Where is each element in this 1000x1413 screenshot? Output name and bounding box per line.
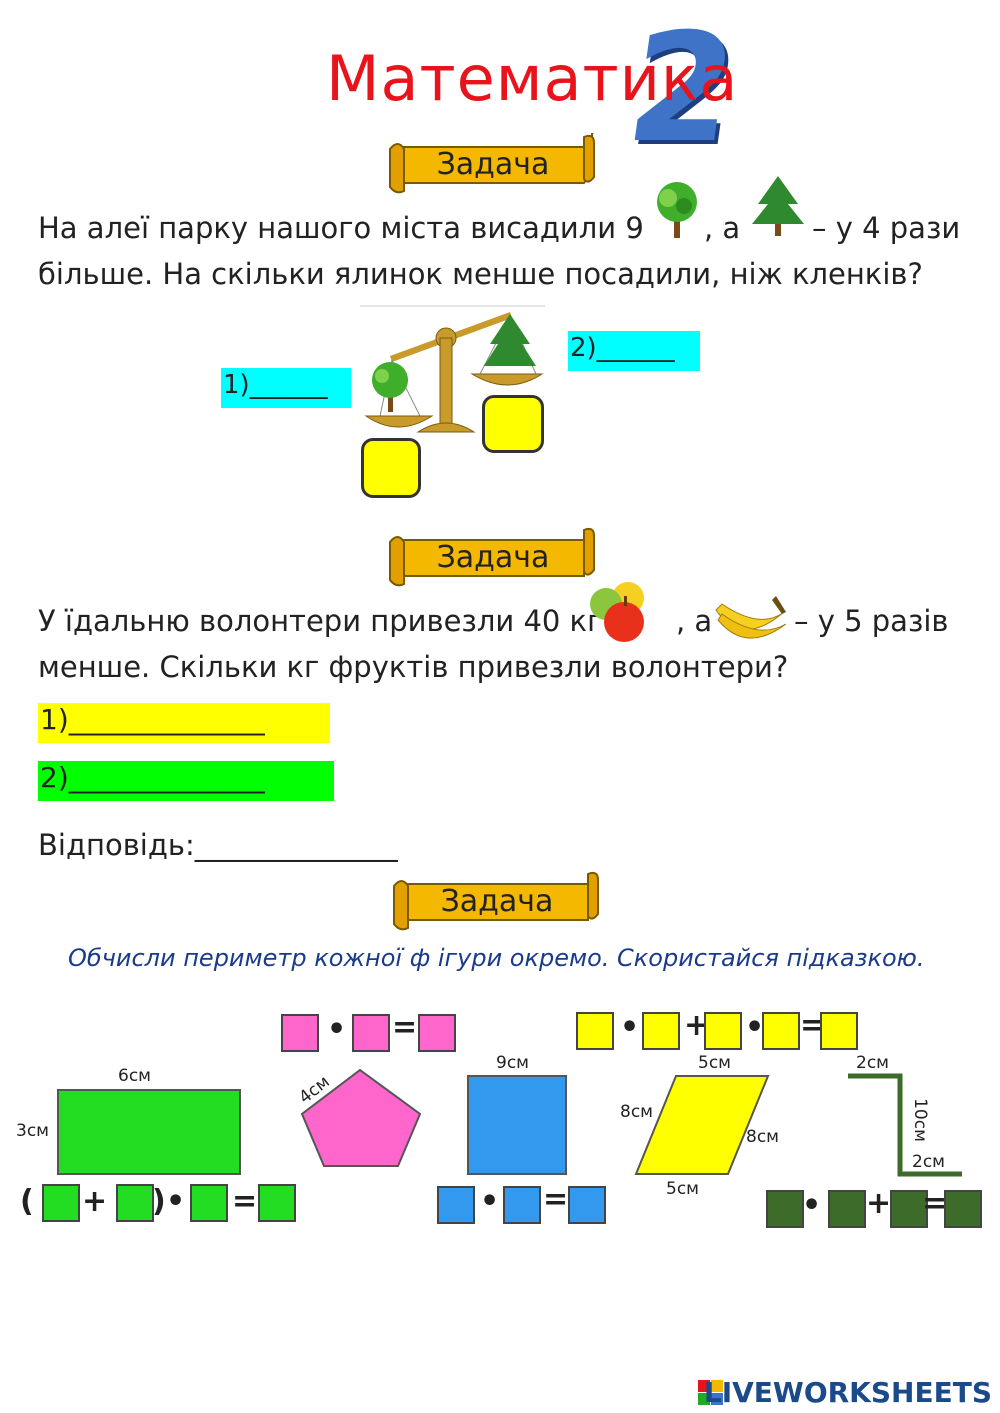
apples-icon <box>584 578 658 652</box>
task1-field-1[interactable]: 1)______ <box>221 368 351 408</box>
darkgreen-input-box[interactable] <box>890 1190 928 1228</box>
footer-brand: LIVEWORKSHEETS <box>703 1376 992 1409</box>
parallelogram-right-label: 8см <box>746 1127 779 1147</box>
l-shape-line <box>848 1073 962 1177</box>
multiply-sign: • <box>327 1012 347 1047</box>
task2-line1-c: – у 5 разів <box>794 604 949 638</box>
multiply-sign: • <box>480 1184 500 1219</box>
blue-input-box[interactable] <box>503 1186 541 1224</box>
bananas-icon <box>712 590 788 654</box>
page-title: Математика <box>326 42 739 115</box>
task2-field-2[interactable]: 2)______________ <box>38 761 334 801</box>
task2-field-1[interactable]: 1)______________ <box>38 703 330 743</box>
task2-line1-b: , а <box>676 604 713 638</box>
multiply-sign: • <box>745 1010 765 1045</box>
darkgreen-input-box[interactable] <box>766 1190 804 1228</box>
multiply-sign: • <box>802 1188 822 1223</box>
pink-input-box[interactable] <box>281 1014 319 1052</box>
scroll-banner-icon <box>389 133 595 194</box>
plus-sign: + <box>866 1186 892 1221</box>
rect-height-label: 3см <box>16 1121 49 1141</box>
banner-label: Задача <box>436 147 550 182</box>
plus-sign: + <box>82 1184 108 1219</box>
parallelogram-left-label: 8см <box>620 1102 653 1122</box>
task1-line1-c: – у 4 рази <box>812 211 961 245</box>
task3-instruction: Обчисли периметр кожної ф ігури окремо. … <box>68 944 925 972</box>
pink-input-box[interactable] <box>352 1014 390 1052</box>
green-rectangle <box>57 1089 241 1175</box>
green-input-box[interactable] <box>190 1184 228 1222</box>
task-banner: Задача <box>392 870 602 932</box>
blue-input-box[interactable] <box>568 1186 606 1224</box>
equals-sign: = <box>922 1186 948 1221</box>
task2-line2: менше. Скільки кг фруктів привезли волон… <box>38 650 789 684</box>
parallelogram-bottom-label: 5см <box>666 1179 699 1199</box>
task2-line1-a: У їдальню волонтери привезли 40 кг <box>38 604 603 638</box>
green-input-box[interactable] <box>42 1184 80 1222</box>
lshape-side-label: 10см <box>909 1098 930 1142</box>
blue-input-box[interactable] <box>437 1186 475 1224</box>
task-banner: Задача <box>388 526 598 588</box>
parallelogram-top-label: 5см <box>698 1053 731 1073</box>
task2-answer[interactable]: Відповідь:______________ <box>38 828 398 862</box>
left-paren: ( <box>20 1184 34 1219</box>
scroll-banner-icon <box>389 527 595 587</box>
lshape-bottom-label: 2см <box>912 1152 945 1172</box>
task1-line1-b: , а <box>704 211 741 245</box>
banner-label: Задача <box>440 884 554 919</box>
multiply-sign: • <box>620 1010 640 1045</box>
banner-label: Задача <box>436 540 550 575</box>
yellow-input-box[interactable] <box>762 1012 800 1050</box>
yellow-input-box[interactable] <box>576 1012 614 1050</box>
equals-sign: = <box>392 1010 418 1045</box>
square-side-label: 9см <box>496 1053 529 1073</box>
blue-square <box>467 1075 567 1175</box>
darkgreen-input-box[interactable] <box>944 1190 982 1228</box>
yellow-input-box[interactable] <box>820 1012 858 1050</box>
task1-field-2[interactable]: 2)______ <box>568 331 700 371</box>
task1-line1-a: На алеї парку нашого міста висадили 9 <box>38 211 644 245</box>
rect-width-label: 6см <box>118 1066 151 1086</box>
right-paren: ) <box>152 1184 166 1219</box>
maple-tree-icon <box>652 180 702 244</box>
lshape-top-label: 2см <box>856 1053 889 1073</box>
equals-sign: = <box>543 1182 569 1217</box>
task1-line2: більше. На скільки ялинок менше посадили… <box>38 257 923 291</box>
yellow-input-box[interactable] <box>642 1012 680 1050</box>
geometry-shapes <box>57 1068 962 1177</box>
green-input-box[interactable] <box>258 1184 296 1222</box>
multiply-sign: • <box>166 1184 186 1219</box>
fir-tree-icon <box>748 174 808 244</box>
scroll-banner-icon <box>393 871 599 931</box>
green-input-box[interactable] <box>116 1184 154 1222</box>
pink-input-box[interactable] <box>418 1014 456 1052</box>
yellow-input-box[interactable] <box>704 1012 742 1050</box>
task1-answer-box-left[interactable] <box>361 438 421 498</box>
pink-pentagon <box>300 1068 422 1167</box>
liveworksheets-logo-icon <box>698 1380 724 1410</box>
yellow-parallelogram <box>634 1075 770 1175</box>
equals-sign: = <box>232 1184 258 1219</box>
darkgreen-input-box[interactable] <box>828 1190 866 1228</box>
balance-scale-icon <box>360 304 550 448</box>
task1-answer-box-right[interactable] <box>482 395 544 453</box>
task-banner: Задача <box>388 133 598 195</box>
